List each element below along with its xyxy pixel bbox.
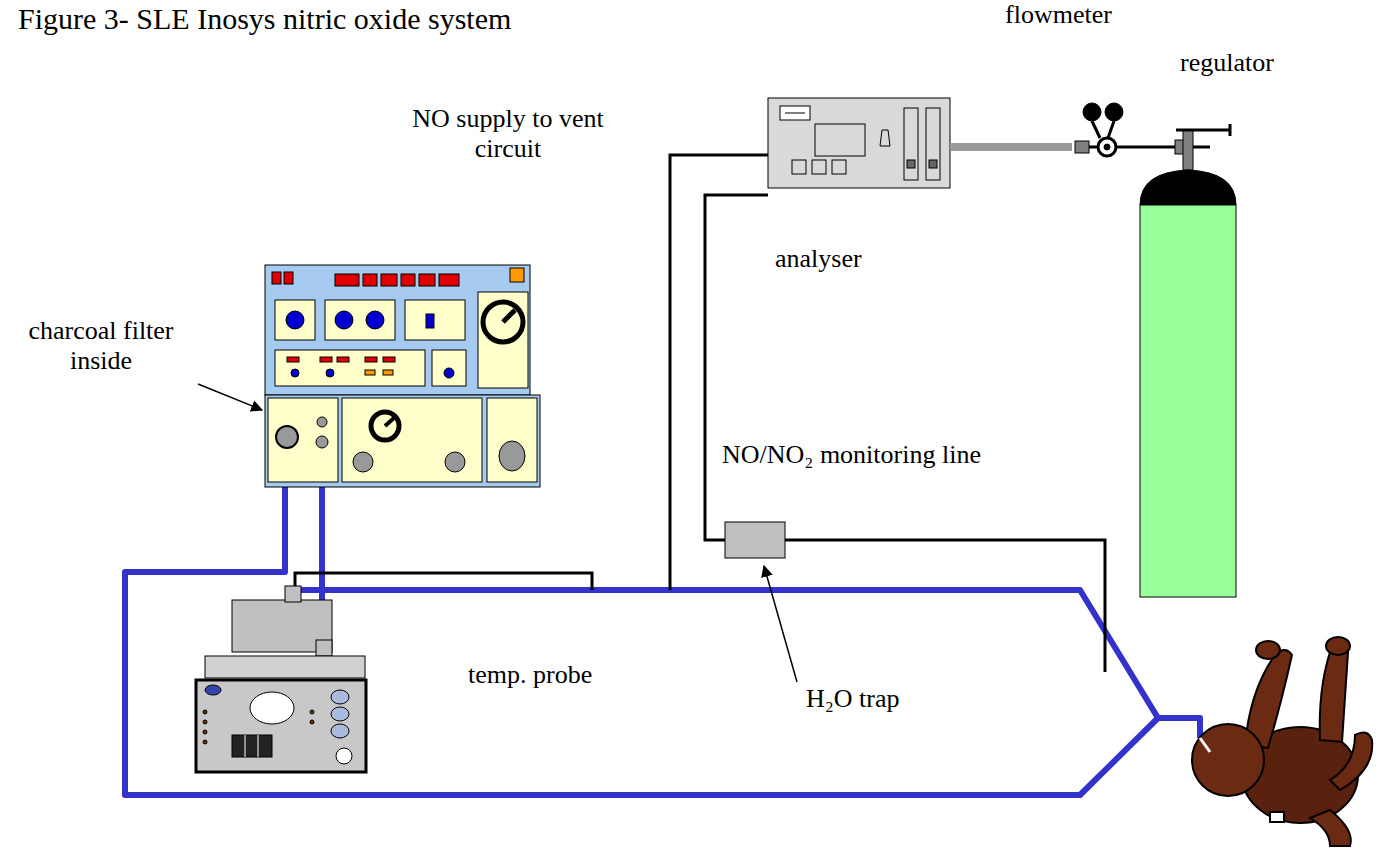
node-label: analyser [775,244,950,274]
leader-line [764,566,797,682]
part-label: flowmeter [1005,0,1145,30]
leader-line [198,384,262,410]
analyser-unit [768,98,950,188]
breathing-circuit [125,487,1200,795]
water-trap [725,522,785,558]
gas-lines [295,155,1105,672]
part-label: temp. probe [468,660,638,690]
part-label: charcoal filter inside [6,316,196,376]
part-label: NO supply to vent circuit [392,104,624,164]
gas-cylinder [1075,103,1236,597]
humidifier [196,586,366,772]
analyser-unit-node: analyser [768,98,950,278]
figure-title: Figure 3- SLE Inosys nitric oxide system [18,2,511,37]
part-label: H₂O trap [806,684,946,714]
part-label: NO/NO₂ monitoring line [722,440,1062,470]
regulator-node: regulator [1072,48,1302,82]
ventilator [265,265,540,487]
baby-figure [1192,637,1372,846]
gas-pipe [950,143,1072,151]
node-label: regulator [1180,48,1302,78]
